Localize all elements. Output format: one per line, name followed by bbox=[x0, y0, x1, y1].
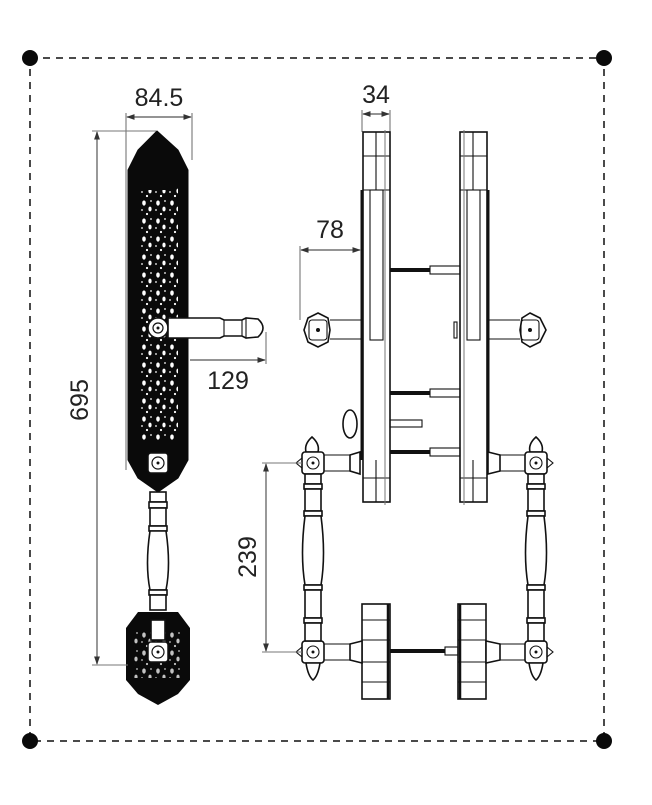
left-pull-handle bbox=[295, 435, 363, 682]
right-side-plate bbox=[459, 130, 490, 505]
lower-rosettes bbox=[361, 603, 487, 700]
filigree-pattern bbox=[138, 185, 178, 440]
upper-rosette bbox=[147, 452, 169, 474]
corner-dot-icon bbox=[596, 733, 612, 749]
plate-height-label: 695 bbox=[66, 379, 94, 421]
left-lever-knob bbox=[303, 312, 362, 348]
pull-center-label: 239 bbox=[234, 536, 262, 578]
thumb-turn bbox=[342, 409, 358, 439]
through-spindles bbox=[389, 265, 461, 457]
right-lever-knob bbox=[488, 312, 547, 348]
lever-handle bbox=[147, 317, 264, 339]
front-view: 84.5 695 129 bbox=[66, 84, 267, 705]
dimension-side-thickness: 34 bbox=[361, 81, 391, 132]
frame bbox=[22, 50, 612, 749]
lever-projection-label: 129 bbox=[207, 367, 249, 395]
corner-dot-icon bbox=[22, 50, 38, 66]
side-view: 34 78 bbox=[234, 81, 554, 700]
lower-knob bbox=[147, 619, 169, 663]
side-projection-label: 78 bbox=[316, 216, 344, 244]
dimension-plate-height: 695 bbox=[66, 130, 156, 666]
pull-handle bbox=[146, 491, 170, 611]
dashed-border bbox=[29, 57, 605, 742]
corner-dot-icon bbox=[596, 50, 612, 66]
side-thickness-label: 34 bbox=[362, 81, 390, 109]
dimension-lever-projection: 129 bbox=[190, 332, 267, 395]
left-side-plate bbox=[360, 130, 391, 505]
dimension-side-projection: 78 bbox=[299, 216, 361, 320]
plate-width-label: 84.5 bbox=[135, 84, 184, 112]
corner-dot-icon bbox=[22, 733, 38, 749]
dimension-pull-center: 239 bbox=[234, 462, 302, 653]
right-pull-handle bbox=[485, 435, 554, 682]
dimension-plate-width: 84.5 bbox=[125, 84, 193, 470]
